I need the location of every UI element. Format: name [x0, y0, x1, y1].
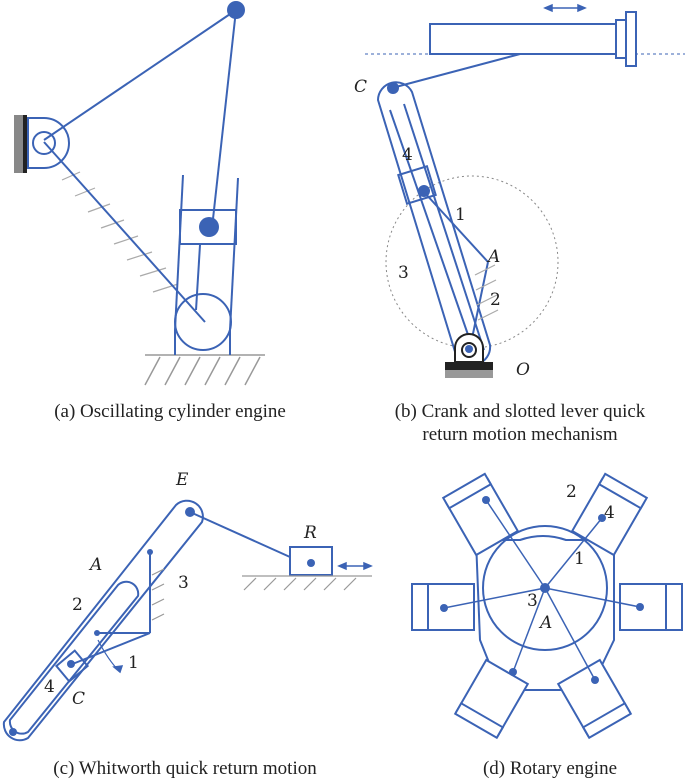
caption-b-line1: (b) Crank and slotted lever quick [394, 401, 646, 422]
panel-b-diagram: C 4 1 A 3 2 O [354, 3, 685, 380]
panel-a-ground [144, 354, 265, 386]
link-to-ram [391, 53, 521, 89]
label-a: A [88, 555, 102, 575]
cylinder-top-right [570, 472, 649, 557]
cylinder-trunnion [174, 293, 232, 351]
caption-d: (d) Rotary engine [482, 758, 617, 779]
cylinder-left-wall [174, 174, 184, 331]
slotted-link [2, 499, 204, 742]
label-3: 3 [527, 591, 538, 611]
slider-block [397, 165, 437, 205]
label-c: C [72, 689, 85, 709]
piston [179, 209, 237, 245]
label-a: A [538, 613, 552, 633]
connecting-rod [211, 9, 237, 229]
label-1: 1 [128, 653, 139, 673]
label-4: 4 [44, 677, 55, 697]
cylinder-right [619, 583, 683, 631]
cylinder-bottom-left [453, 658, 530, 740]
label-r: R [303, 523, 317, 543]
crank-circle [385, 175, 559, 349]
caption-b-line2: return motion mechanism [422, 424, 618, 445]
piston-pin [199, 217, 219, 237]
cylinder-right-wall [229, 177, 239, 331]
label-3: 3 [398, 263, 409, 283]
label-o: O [516, 360, 530, 380]
label-e: E [175, 470, 189, 490]
panel-a-diagram [14, 1, 265, 386]
frame-link [43, 141, 206, 323]
caption-a: (a) Oscillating cylinder engine [54, 401, 286, 422]
panel-a-wall [14, 115, 179, 293]
label-3: 3 [178, 573, 189, 593]
panel-d-diagram: 2 4 1 3 A [411, 472, 683, 740]
label-c: C [354, 77, 367, 97]
cylinder-top-left [441, 472, 520, 557]
cylinder-left [411, 583, 475, 631]
crank-link [43, 9, 237, 141]
label-1: 1 [574, 549, 585, 569]
cylinder-bottom-right [556, 658, 633, 740]
label-4: 4 [402, 145, 413, 165]
crank-link [423, 191, 489, 263]
double-arrow-icon [543, 3, 587, 13]
label-2: 2 [490, 290, 501, 310]
caption-c: (c) Whitworth quick return motion [53, 758, 317, 779]
label-2: 2 [566, 482, 577, 502]
label-a: A [486, 247, 500, 267]
crank-pin [227, 1, 245, 19]
label-2: 2 [72, 595, 83, 615]
panel-c-diagram: E R A 3 2 1 4 C [2, 470, 373, 742]
label-1: 1 [455, 205, 466, 225]
ram [429, 23, 617, 55]
label-4: 4 [604, 503, 615, 523]
